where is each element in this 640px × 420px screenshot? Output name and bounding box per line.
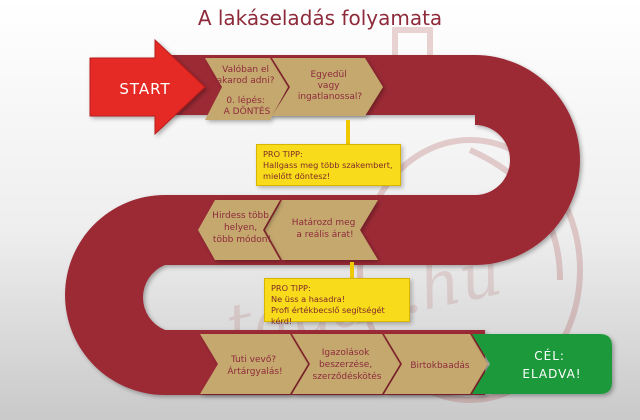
page-title: A lakáseladás folyamata xyxy=(197,6,443,30)
step-2 xyxy=(272,58,383,116)
step-5 xyxy=(200,334,308,394)
pro-tip-1-line1: Hallgass meg több szakembert, xyxy=(263,160,393,170)
goal-arrow xyxy=(472,334,612,394)
pro-tip-1-line2: mielőtt döntesz! xyxy=(263,171,331,181)
pro-tip-2: PRO TIPP: Ne üss a hasadra! Profi értékb… xyxy=(264,278,410,326)
step-6 xyxy=(292,334,400,394)
step-1 xyxy=(205,58,288,120)
start-label: START xyxy=(119,80,170,98)
step-7 xyxy=(384,334,488,394)
step-4-text: Határozd meg a reális árat! xyxy=(292,218,359,240)
step-7-text: Birtokbaadás xyxy=(410,361,470,371)
start-arrow xyxy=(89,38,206,136)
step-3-text: Hirdess több helyen, több módon! xyxy=(212,211,272,245)
step-6-text: Igazolások beszerzése, szerződéskötés xyxy=(313,348,382,382)
step-4 xyxy=(265,200,378,260)
step-1-text: Valóban el akarod adni? 0. lépés: A DÖNT… xyxy=(217,64,278,117)
pro-tip-1-head: PRO TIPP: xyxy=(263,149,303,159)
pro-tip-2-line2: Profi értékbecslő segítségét kérd! xyxy=(271,305,385,326)
pro-tip-2-head: PRO TIPP: xyxy=(271,283,311,293)
step-5-text: Tuti vevő? Ártárgyalás! xyxy=(227,355,282,377)
pro-tip-1: PRO TIPP: Hallgass meg több szakembert, … xyxy=(256,144,401,186)
step-2-text: Egyedül vagy ingatlanossal? xyxy=(298,70,363,102)
goal-label: CÉL: ELADVA! xyxy=(522,348,581,381)
pro-tip-2-line1: Ne üss a hasadra! xyxy=(271,294,346,304)
step-3 xyxy=(198,200,280,260)
